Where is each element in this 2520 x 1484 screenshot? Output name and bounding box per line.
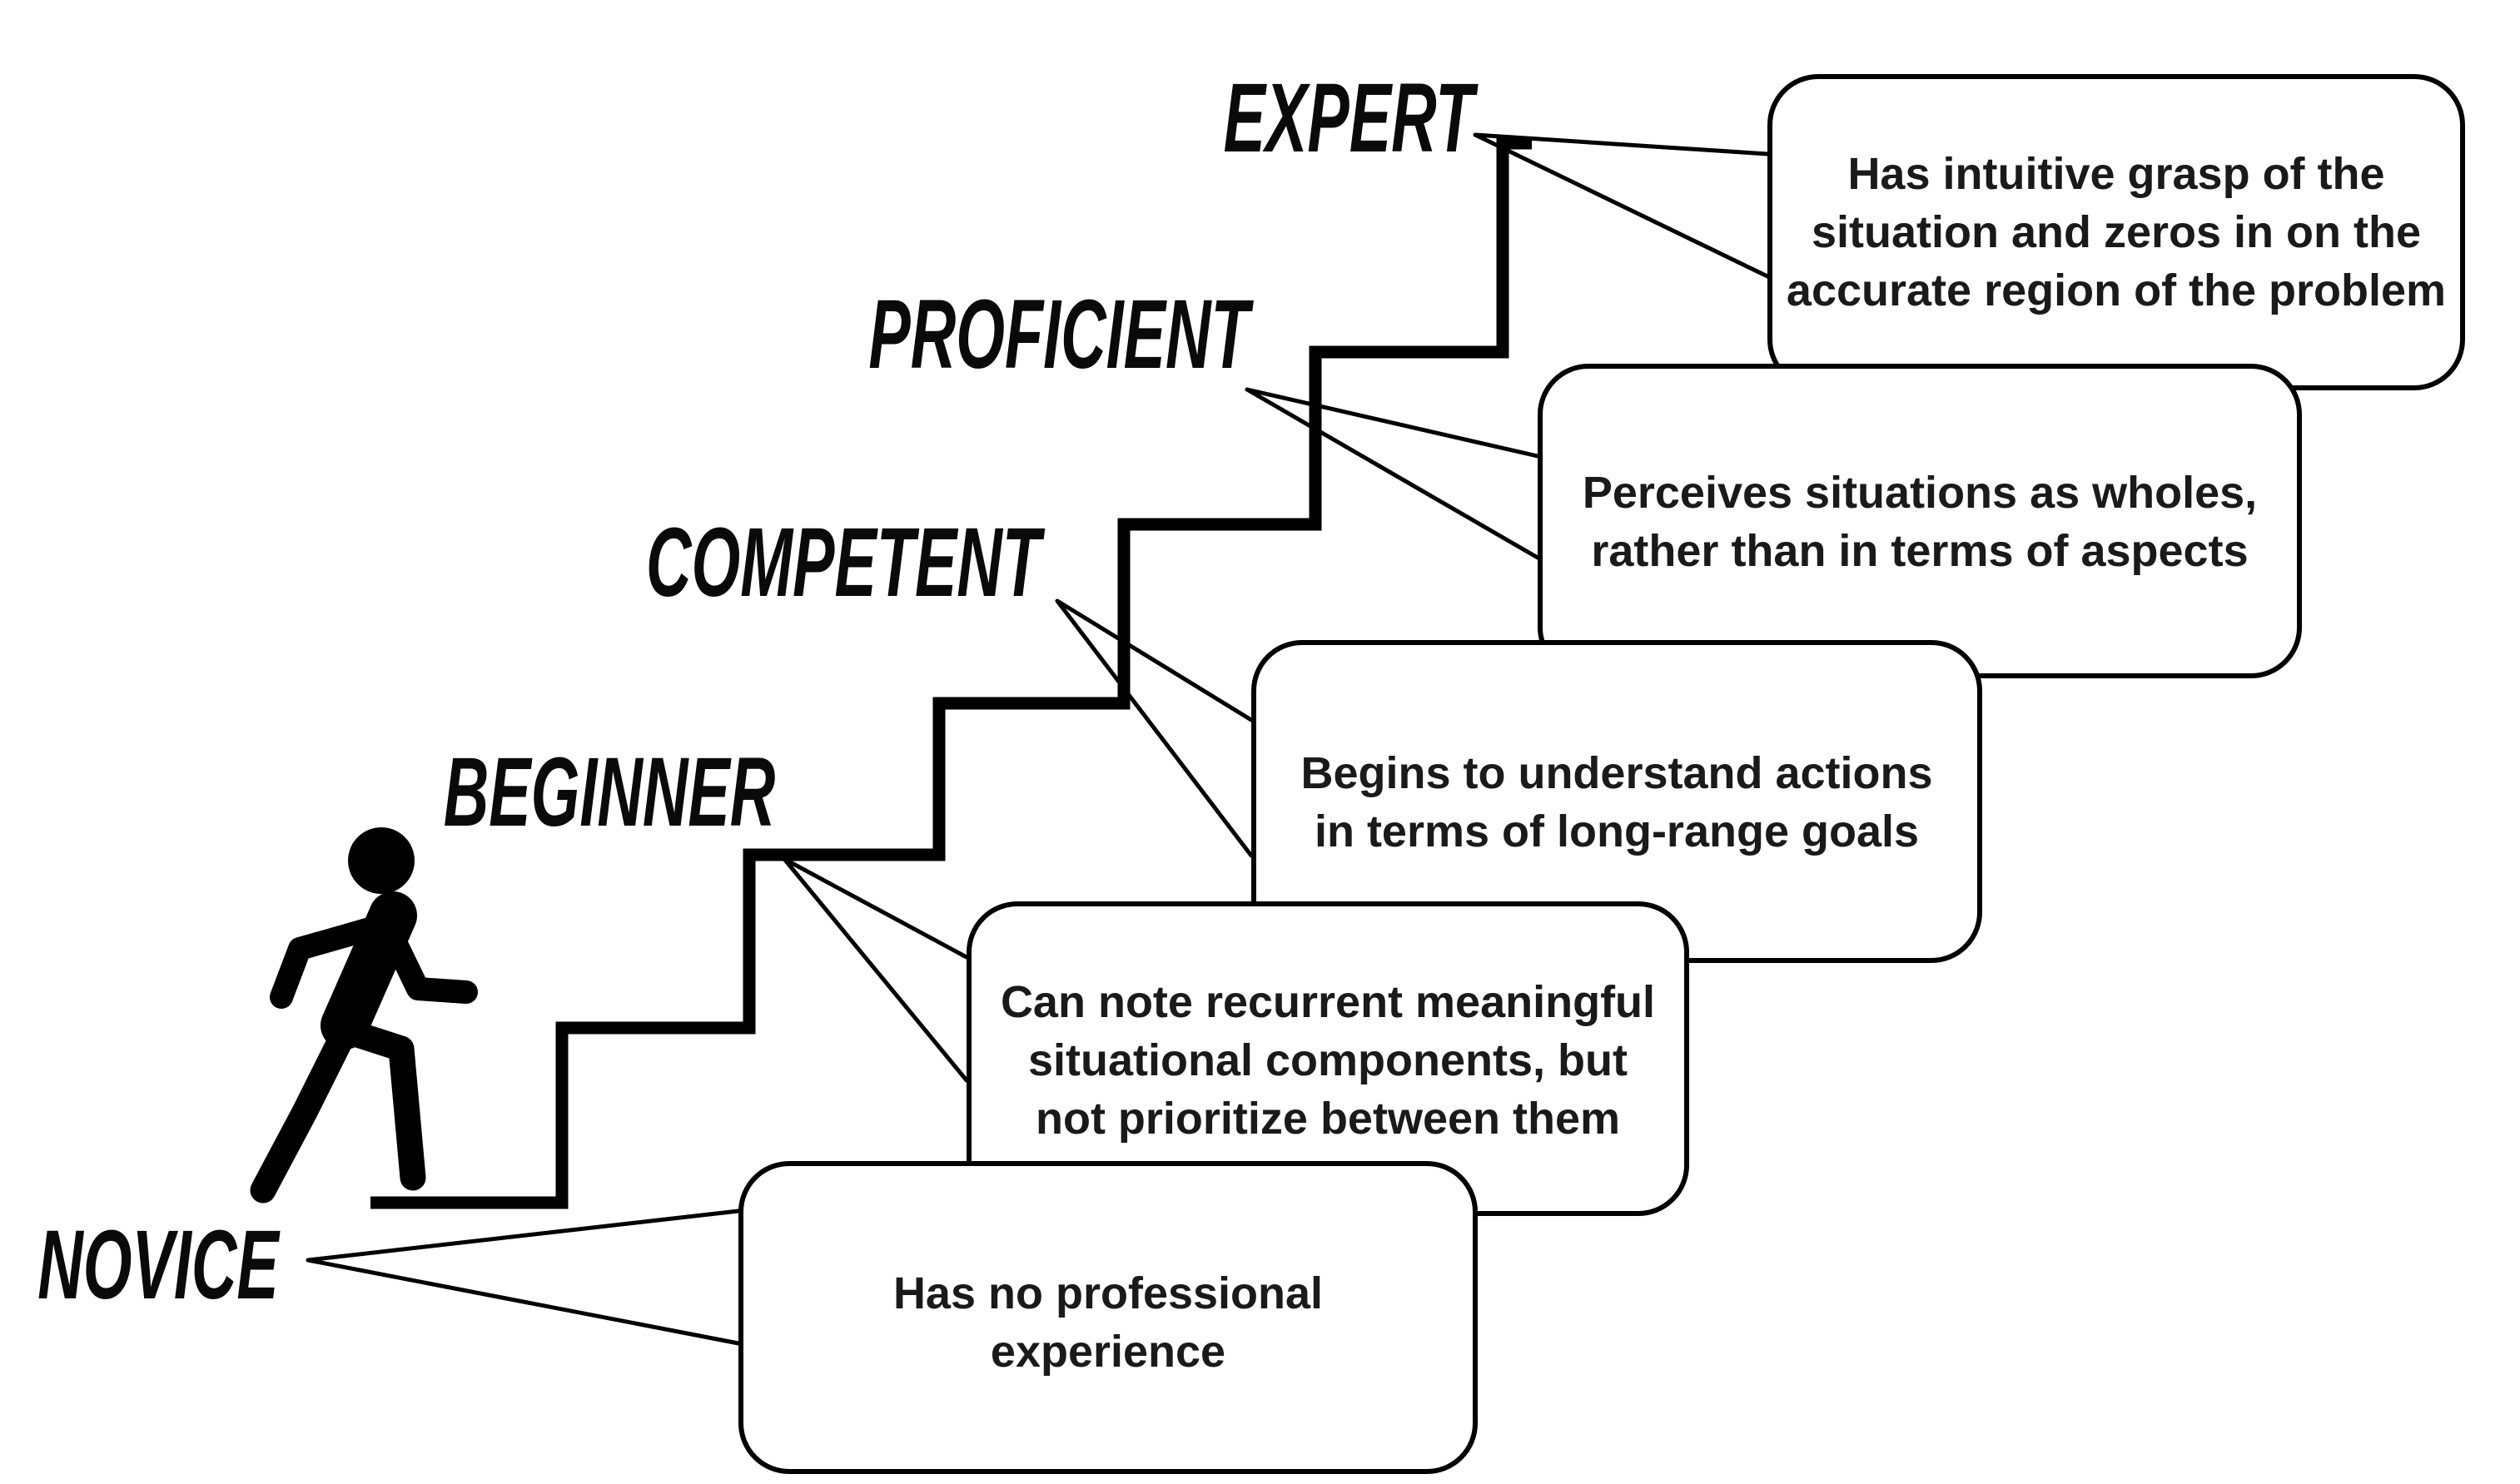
competent-callout: Begins to understand actions in terms of… (1055, 598, 1982, 963)
competent-callout-text-line: in terms of long-range goals (1315, 807, 1919, 856)
person-back-arm (270, 914, 393, 1009)
beginner-callout-text-line: not prioritize between them (1036, 1094, 1620, 1144)
staircase (370, 136, 1532, 1209)
beginner-callout-text-line: Can note recurrent meaningful (1001, 977, 1655, 1027)
competent-callout-text-line: Begins to understand actions (1300, 748, 1932, 798)
expert-callout-text-line: situation and zeros in on the (1812, 207, 2421, 257)
proficient-callout-text-line: rather than in terms of aspects (1591, 526, 2248, 576)
expert-callout-text-line: Has intuitive grasp of the (1847, 149, 2384, 199)
person-back-leg (250, 1019, 358, 1204)
proficient-callout-bubble (1538, 364, 2302, 678)
novice-callout-text-line: experience (991, 1327, 1225, 1377)
level-label-competent: COMPETENT (646, 507, 1046, 617)
beginner-callout-text-line: situational components, but (1028, 1035, 1628, 1085)
novice-callout: Has no professional experience (306, 1161, 1478, 1474)
level-label-proficient: PROFICIENT (868, 279, 1254, 389)
walking-person-icon (250, 827, 478, 1204)
novice-callout-text-line: Has no professional (893, 1268, 1323, 1318)
novice-callout-tail (306, 1209, 741, 1346)
level-label-beginner: BEGINNER (444, 737, 776, 846)
beginner-callout: Can note recurrent meaningful situationa… (782, 856, 1689, 1216)
level-label-novice: NOVICE (37, 1209, 281, 1319)
proficient-callout-text-line: Perceives situations as wholes, (1583, 468, 2257, 518)
beginner-callout-tail (782, 856, 969, 1083)
novice-callout-bubble (738, 1161, 1478, 1474)
proficient-callout: Perceives situations as wholes, rather t… (1245, 364, 2302, 678)
proficient-callout-tail (1245, 387, 1540, 560)
person-head (348, 827, 415, 894)
person-front-leg (331, 1017, 426, 1191)
level-labels: NOVICE BEGINNER COMPETENT PROFICIENT EXP… (37, 62, 1479, 1319)
person-front-arm (380, 922, 478, 1004)
expert-callout-text-line: accurate region of the problem (1787, 266, 2446, 315)
expert-callout-tail (1473, 132, 1770, 279)
expert-callout: Has intuitive grasp of the situation and… (1473, 74, 2465, 390)
level-label-expert: EXPERT (1224, 62, 1479, 172)
competent-callout-tail (1055, 598, 1254, 858)
